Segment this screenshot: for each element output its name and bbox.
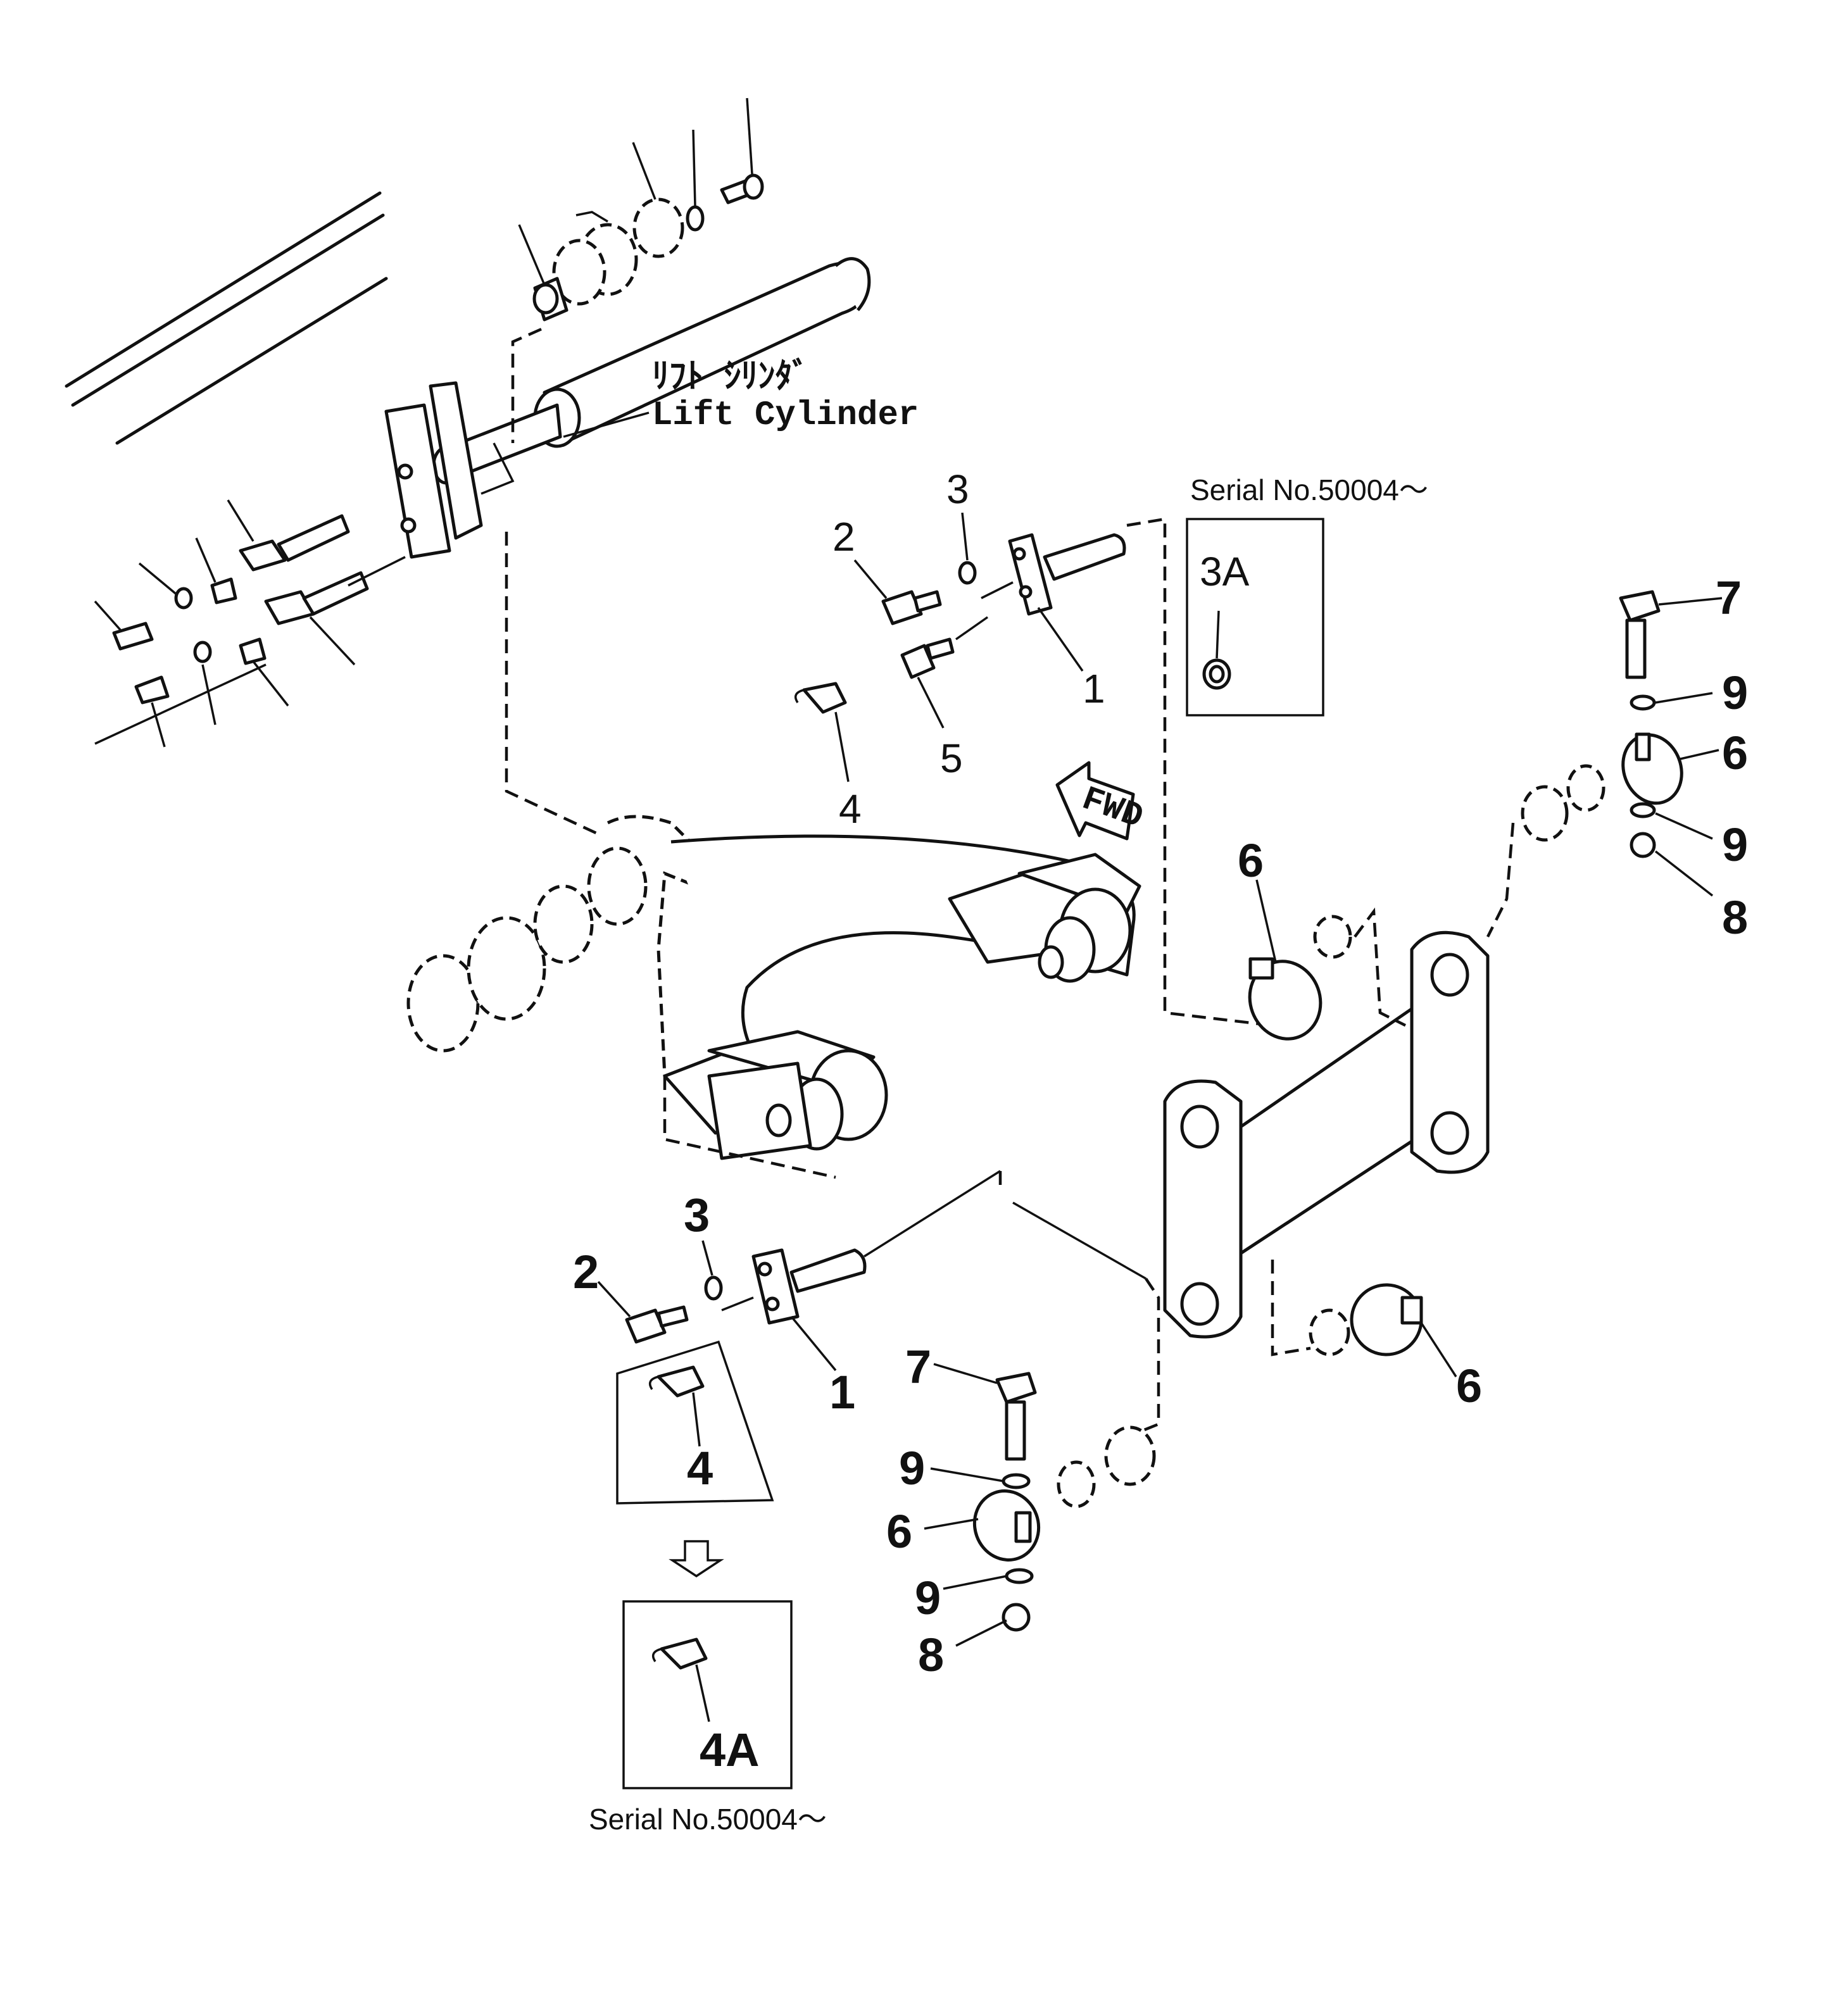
fwd-arrow: FWD [1055, 761, 1148, 841]
serial-bottom-label: Serial No.50004～ [589, 1803, 827, 1836]
callout-7-bottom: 7 [905, 1341, 931, 1393]
inset-4-triangle [616, 1340, 774, 1505]
callout-3A: 3A [1200, 549, 1250, 594]
callout-9-d: 9 [915, 1572, 941, 1624]
callout-9-c: 9 [899, 1442, 925, 1494]
arm-left-bearings [406, 846, 648, 1053]
callout-3-top: 3 [946, 466, 969, 512]
top-pin-group [881, 517, 1273, 1027]
lift-arm [606, 815, 1141, 1179]
down-arrow-icon [669, 1540, 724, 1578]
leader-lines [94, 97, 1723, 1647]
lift-cylinder [384, 257, 871, 559]
callout-4A: 4A [700, 1724, 760, 1776]
lift-cylinder-en-label: Lift Cylinder [652, 396, 919, 435]
serial-top-label: Serial No.50004～ [1190, 473, 1428, 506]
callout-6-c: 6 [1456, 1360, 1482, 1412]
callout-9-b: 9 [1722, 818, 1748, 871]
callout-8-a: 8 [1722, 891, 1748, 944]
callout-2-bottom: 2 [573, 1246, 599, 1298]
callout-8-b: 8 [918, 1629, 944, 1681]
parts-15-22 [94, 514, 406, 745]
fwd-label: FWD [1077, 780, 1148, 837]
callout-1-top: 1 [1083, 666, 1105, 711]
inset-4a [622, 1600, 793, 1789]
callout-6-d: 6 [886, 1505, 912, 1558]
right-upper-fasteners [1248, 590, 1683, 1041]
callout-6-a: 6 [1722, 727, 1748, 779]
bottom-pin-group [625, 1170, 1160, 1439]
inset-3a [1186, 518, 1324, 717]
cross-member [1163, 930, 1490, 1339]
part-4-top [794, 682, 847, 714]
callout-7-top: 7 [1716, 572, 1742, 624]
callout-6-b: 6 [1238, 834, 1264, 887]
callout-3-bottom: 3 [684, 1189, 710, 1241]
callout-5: 5 [940, 736, 963, 781]
callout-2-top: 2 [832, 514, 855, 560]
callout-4-bottom: 4 [687, 1442, 713, 1494]
frame-rails [65, 191, 388, 445]
callout-1-bottom: 1 [829, 1366, 855, 1418]
callout-4-top: 4 [839, 786, 862, 832]
lift-cylinder-jp-label: ﾘﾌﾄ ｼﾘﾝﾀﾞ [652, 357, 809, 398]
parts-10-14 [511, 173, 764, 443]
callout-numbers: 2 3 1 5 4 3A Serial No.50004～ 7 9 6 9 8 … [573, 466, 1748, 1836]
callout-9-a: 9 [1722, 667, 1748, 719]
right-lower-fasteners [972, 1260, 1423, 1632]
